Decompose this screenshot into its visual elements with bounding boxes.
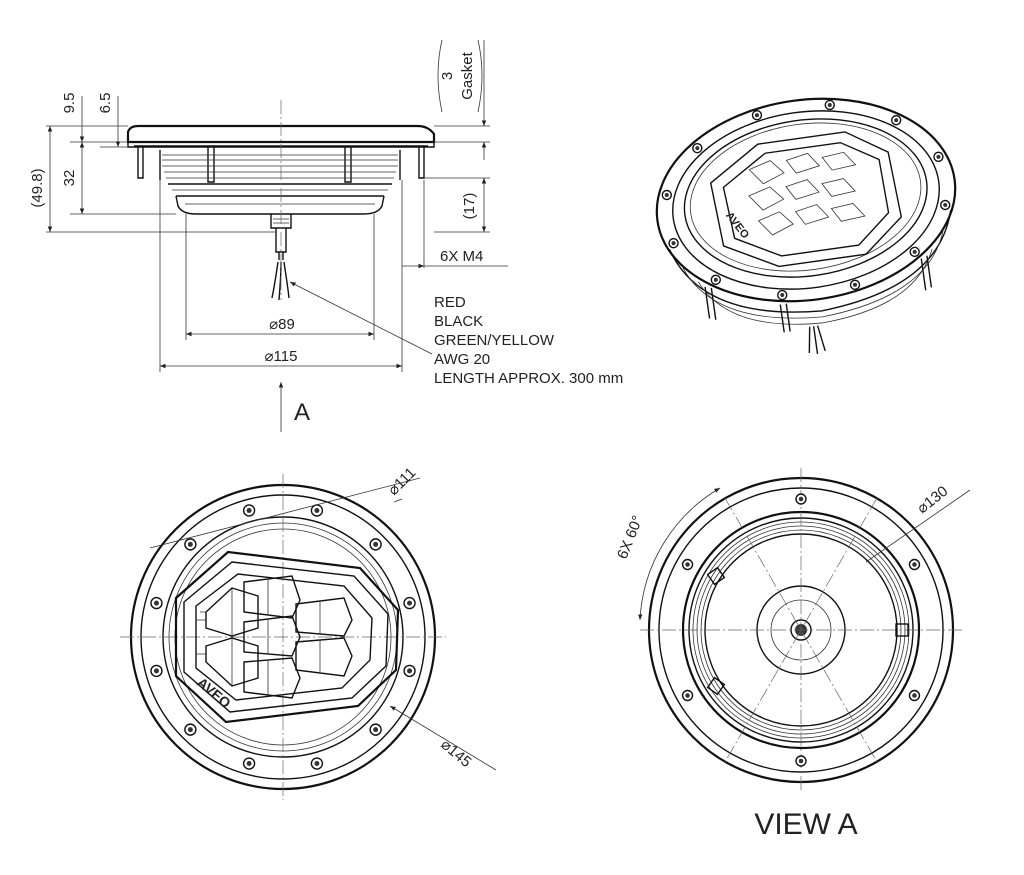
flange-hole-center xyxy=(798,758,804,764)
flange-hole-center xyxy=(664,192,669,198)
dim-angle: 6X 60° xyxy=(614,513,647,561)
view-arrow-label: A xyxy=(294,399,310,426)
flange-hole-center xyxy=(314,507,320,513)
flange-hole-center xyxy=(246,507,252,513)
dim-dia-145: ⌀145 xyxy=(437,736,474,771)
dim-9-5: 9.5 xyxy=(61,93,78,114)
flange-hole-center xyxy=(314,761,320,767)
dim-dia-111: ⌀111 xyxy=(385,464,420,499)
flange-hole-center xyxy=(894,118,899,123)
flange-hole-center xyxy=(153,600,159,606)
dim-dia-89: ⌀89 xyxy=(269,316,295,333)
cable-note-4: AWG 20 xyxy=(434,351,490,368)
dim-dia-115: ⌀115 xyxy=(265,348,298,365)
front-view: AVEO ⌀111 ⌀145 xyxy=(120,464,497,800)
flange-hole-center xyxy=(912,562,917,567)
flange-hole-center xyxy=(153,668,159,674)
view-a-title: VIEW A xyxy=(754,808,857,841)
flange-hole-center xyxy=(246,761,252,767)
flange-hole-center xyxy=(912,693,917,698)
flange-hole-center xyxy=(187,727,193,733)
gasket-label: Gasket xyxy=(459,51,476,99)
flange-hole-center xyxy=(373,727,379,733)
cable-note-3: GREEN/YELLOW xyxy=(434,332,555,349)
rear-view: 6X 60° ⌀130 VIEW A xyxy=(614,468,971,841)
dim-dia-130: ⌀130 xyxy=(914,483,951,517)
screw-spec: 6X M4 xyxy=(440,248,483,265)
flange-hole-center xyxy=(671,241,676,246)
flange-hole-center xyxy=(827,102,832,107)
gasket-value: 3 xyxy=(439,72,456,80)
flange-hole-center xyxy=(685,693,690,698)
flange-hole-center xyxy=(754,113,759,118)
iso-view: AVEO xyxy=(655,97,957,354)
flange-hole-center xyxy=(187,541,193,547)
flange-hole-center xyxy=(912,249,917,254)
flange-hole-center xyxy=(373,541,379,547)
cable-note-5: LENGTH APPROX. 300 mm xyxy=(434,370,623,387)
flange-hole-center xyxy=(936,154,941,159)
dim-17: (17) xyxy=(461,193,478,220)
cable-note-1: RED xyxy=(434,294,466,311)
flange-hole-center xyxy=(853,282,858,287)
flange-hole-center xyxy=(780,293,785,298)
flange-hole-center xyxy=(713,277,718,282)
dim-6-5: 6.5 xyxy=(97,93,114,114)
flange-hole-center xyxy=(695,146,700,151)
front-led-array xyxy=(196,575,353,699)
cable-note-2: BLACK xyxy=(434,313,483,330)
flange-hole-center xyxy=(798,496,804,502)
flange-hole-center xyxy=(407,668,413,674)
flange-hole-center xyxy=(407,600,413,606)
side-view: 9.5 6.5 (49.8) 32 3 Gasket (17) 6X M4 ⌀8… xyxy=(29,39,623,432)
iso-logo: AVEO xyxy=(723,210,751,242)
flange-hole-center xyxy=(685,562,690,567)
flange-hole-center xyxy=(943,202,948,208)
dim-49-8: (49.8) xyxy=(29,168,46,207)
dim-32: 32 xyxy=(61,170,78,187)
